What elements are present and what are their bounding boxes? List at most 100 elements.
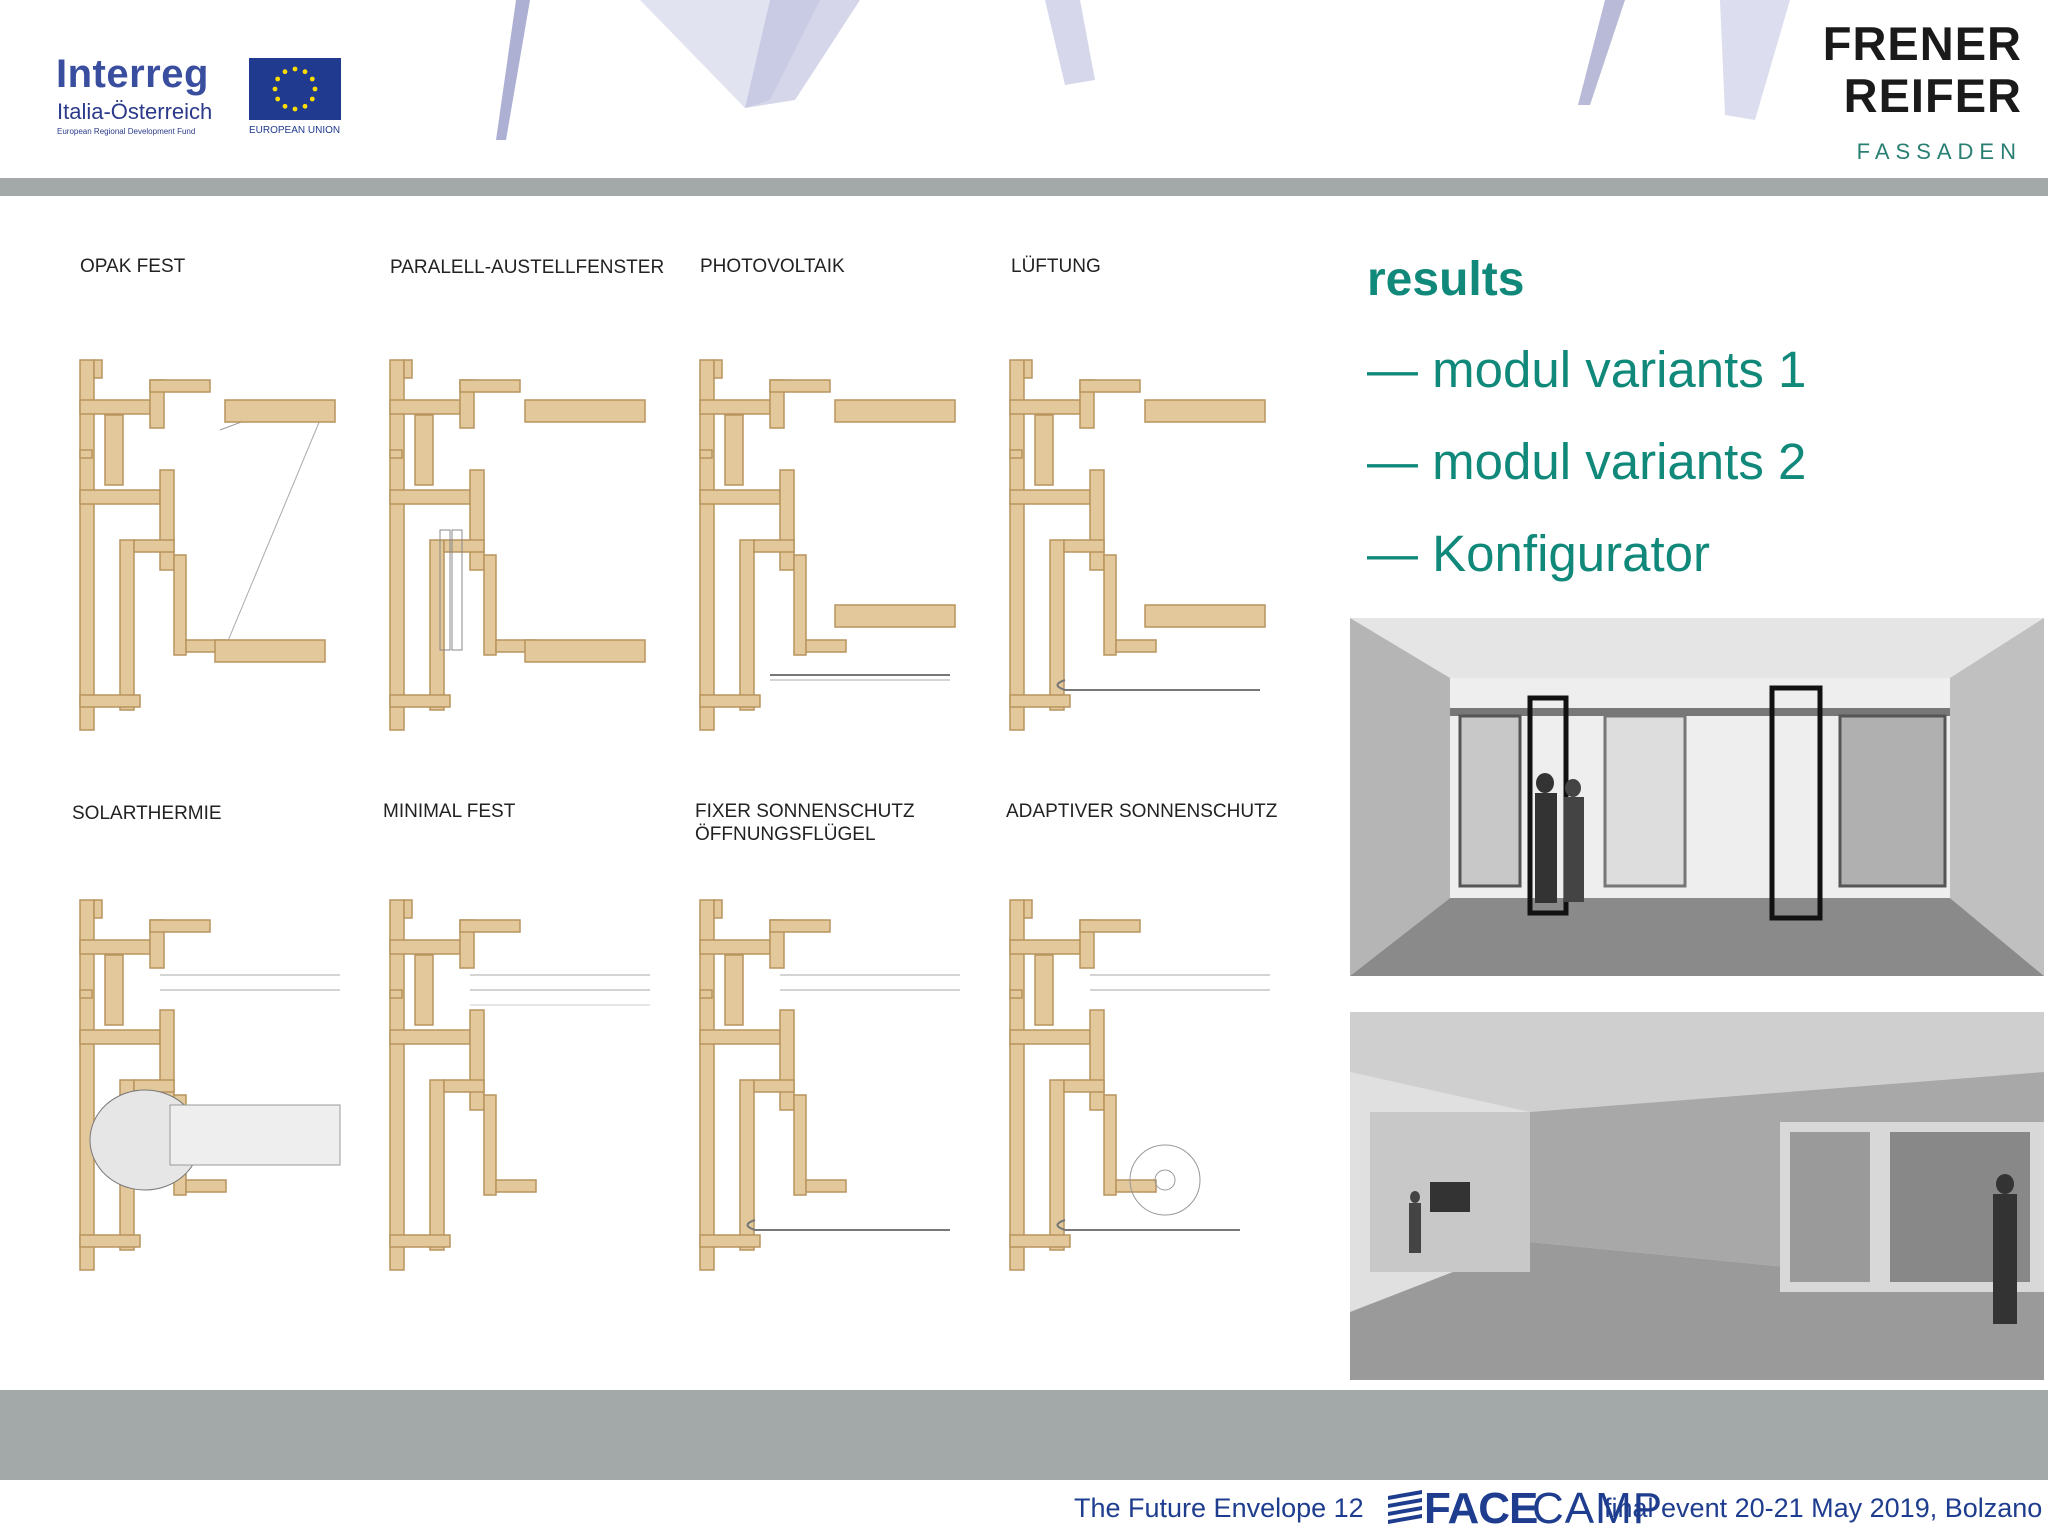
wood-profile <box>389 939 461 955</box>
wood-profile <box>1009 989 1023 999</box>
eu-star <box>292 106 298 112</box>
wood-profile <box>93 899 103 919</box>
wood-profile <box>459 919 521 933</box>
wood-profile <box>1009 1029 1091 1045</box>
drawing-caption: ADAPTIVER SONNENSCHUTZ <box>1006 801 1278 822</box>
section-drawing-minimal-fest <box>389 899 650 1271</box>
eu-star <box>302 69 308 75</box>
eu-star <box>282 103 288 109</box>
eu-flag-icon <box>249 58 341 120</box>
wood-profile <box>1103 1094 1117 1196</box>
wood-profile <box>389 989 403 999</box>
wood-profile <box>173 554 187 656</box>
wood-profile <box>699 989 713 999</box>
wood-profile <box>699 399 771 415</box>
wood-profile <box>389 359 405 731</box>
section-drawing-opak-fest <box>79 359 336 731</box>
eu-star <box>292 66 298 72</box>
wood-profile <box>79 399 151 415</box>
section-drawing-photovoltaik <box>699 359 956 731</box>
drawing-caption: OPAK FEST <box>80 256 186 277</box>
footer-event-title: The Future Envelope 12 <box>1074 1493 1364 1523</box>
wood-profile <box>469 469 485 571</box>
wood-profile <box>699 899 715 1271</box>
wood-profile <box>414 414 434 486</box>
wood-profile <box>1009 399 1081 415</box>
wood-profile <box>389 899 405 1271</box>
wood-profile <box>79 489 161 505</box>
wood-profile <box>769 919 831 933</box>
wood-profile <box>1063 1079 1105 1093</box>
wood-profile <box>1034 414 1054 486</box>
section-drawing-paralell-austellfenster <box>389 359 646 731</box>
eu-star <box>272 86 278 92</box>
drawing-caption: MINIMAL FEST <box>383 801 516 822</box>
wood-profile <box>753 1079 795 1093</box>
wood-profile <box>779 469 795 571</box>
wood-profile <box>133 539 175 553</box>
eu-label: EUROPEAN UNION <box>249 125 341 136</box>
wood-profile <box>699 1029 781 1045</box>
wood-profile <box>779 1009 795 1111</box>
wood-profile <box>389 694 451 708</box>
wood-profile <box>1009 1234 1071 1248</box>
drawing-caption: LÜFTUNG <box>1011 256 1101 277</box>
wood-profile <box>414 954 434 1026</box>
footer-event-date: final event 20-21 May 2019, Bolzano <box>1604 1493 2043 1523</box>
wood-profile <box>403 899 413 919</box>
company-logo-line2: REIFER <box>1843 69 2022 122</box>
wood-profile <box>724 954 744 1026</box>
wood-profile <box>1034 954 1054 1026</box>
eu-star <box>309 76 315 82</box>
wood-profile <box>699 449 713 459</box>
wood-profile <box>1009 694 1071 708</box>
company-logo-line1: FRENER <box>1822 17 2022 70</box>
section-drawing-solarthermie <box>79 899 341 1271</box>
wood-profile <box>79 1029 161 1045</box>
wood-profile <box>739 1079 755 1251</box>
eu-star <box>282 69 288 75</box>
wood-profile <box>185 1179 227 1193</box>
wood-profile <box>713 899 723 919</box>
wood-profile <box>805 639 847 653</box>
wood-profile <box>159 469 175 571</box>
header-decoration <box>496 0 1790 140</box>
wood-profile <box>805 1179 847 1193</box>
wood-profile <box>79 939 151 955</box>
facecamp-logo-icon <box>1388 1490 1422 1524</box>
wood-profile <box>429 539 445 711</box>
wood-profile <box>389 399 461 415</box>
eu-star <box>275 96 281 102</box>
wood-profile <box>389 1029 471 1045</box>
wood-profile <box>1009 359 1025 731</box>
wood-profile <box>79 694 141 708</box>
wood-profile <box>443 1079 485 1093</box>
wood-profile <box>1009 939 1081 955</box>
wood-profile <box>469 1009 485 1111</box>
wood-profile <box>724 414 744 486</box>
facecamp-logo-face: FACE <box>1424 1484 1538 1533</box>
wood-profile <box>1079 379 1141 393</box>
wood-profile <box>793 1094 807 1196</box>
drawing-caption: PARALELL-AUSTELLFENSTER <box>390 257 665 278</box>
drawing-caption: SOLARTHERMIE <box>72 803 222 824</box>
interreg-wordmark: Interreg <box>56 52 209 96</box>
drawing-caption: FIXER SONNENSCHUTZ ÖFFNUNGSFLÜGEL <box>695 801 915 845</box>
interreg-region: Italia-Österreich <box>57 99 213 124</box>
wood-profile <box>699 694 761 708</box>
wood-profile <box>79 899 95 1271</box>
eu-star <box>309 96 315 102</box>
wood-profile <box>699 1234 761 1248</box>
wood-profile <box>753 539 795 553</box>
wood-profile <box>1009 449 1023 459</box>
wood-profile <box>1103 554 1117 656</box>
company-logo-line3: FASSADEN <box>1856 139 2022 164</box>
footer-band <box>0 1390 2048 1480</box>
interior-render-image-1 <box>1350 618 2044 976</box>
wood-profile <box>149 919 211 933</box>
wood-profile <box>104 414 124 486</box>
wood-profile <box>1049 1079 1065 1251</box>
wood-profile <box>149 379 211 393</box>
wood-profile <box>699 939 771 955</box>
wood-profile <box>443 539 485 553</box>
